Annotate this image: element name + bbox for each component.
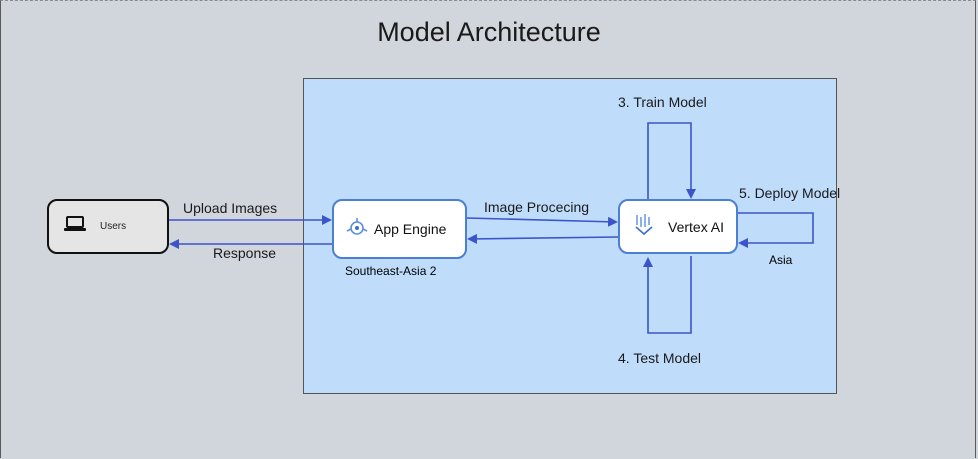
deploy-loop-arrow [738,212,814,248]
vertex-ai-region-label: Asia [769,253,793,267]
diagram-title: Model Architecture [377,17,601,47]
laptop-icon [64,216,86,237]
upload-label: Upload Images [183,200,278,216]
response-label: Response [213,245,277,261]
train-label: 3. Train Model [618,94,707,110]
train-loop-arrow [647,122,696,199]
vertex-ai-node: Vertex AI [618,199,738,254]
processing-label: Image Procecing [484,199,590,215]
return-arrow [467,233,619,244]
users-node: Users [47,199,169,254]
deploy-label: 5. Deploy Model [739,185,841,201]
processing-arrow [466,216,618,227]
users-label: Users [100,221,127,232]
app-engine-label: App Engine [374,221,447,237]
app-engine-icon [346,217,368,242]
vertex-ai-icon [634,213,654,240]
vertex-ai-label: Vertex AI [668,218,725,235]
test-loop-arrow [643,256,692,334]
app-engine-node: App Engine [332,199,467,259]
app-engine-region-label: Southeast-Asia 2 [345,264,437,278]
test-label: 4. Test Model [618,350,702,366]
